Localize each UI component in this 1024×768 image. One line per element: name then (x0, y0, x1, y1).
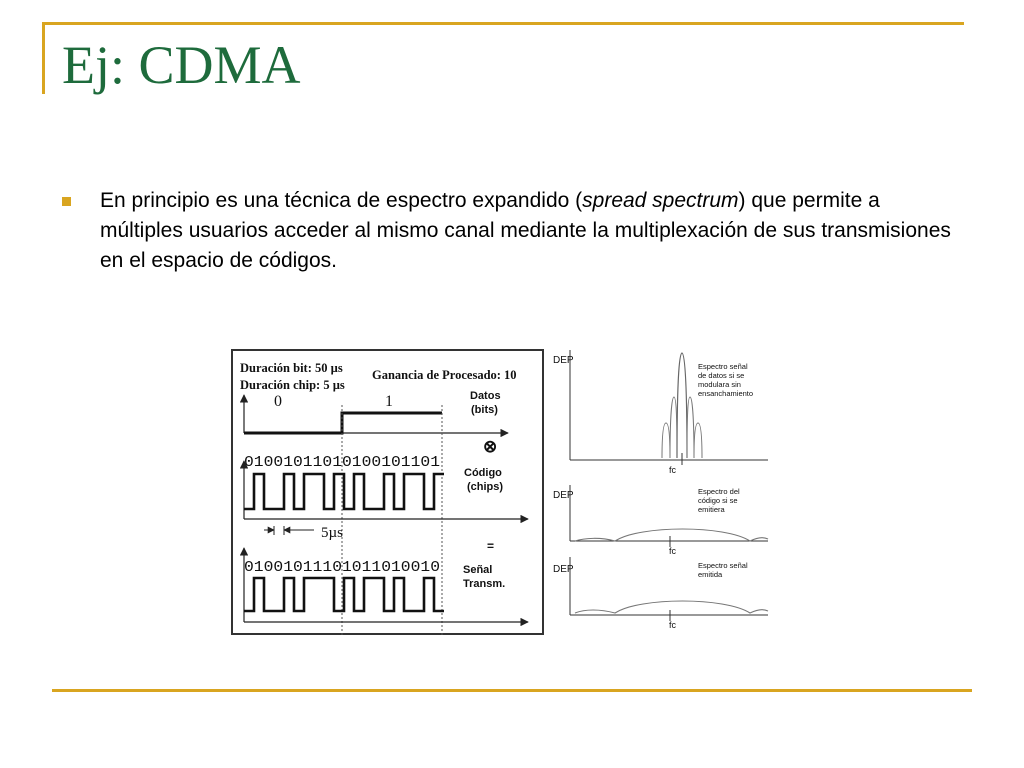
code-label-line2: (chips) (467, 481, 503, 493)
code-spectrum-note-line2: código si se (698, 496, 738, 505)
code-chip-sequence: 01001011010100101101 (244, 455, 440, 471)
processing-gain-label: Ganancia de Procesado: 10 (372, 368, 517, 382)
data-spectrum-plot: DEP fc Espectro señal de datos si se mod… (553, 350, 768, 475)
xor-icon: ⊗ (483, 437, 497, 456)
data-spectrum-note-line1: Espectro señal (698, 362, 748, 371)
code-spectrum-note-line1: Espectro del (698, 487, 740, 496)
dep-label-2: DEP (553, 490, 574, 501)
signal-panel: Duración bit: 50 µs Duración chip: 5 µs … (231, 349, 544, 635)
bullet-text-italic: spread spectrum (582, 189, 739, 212)
spectrum-panel: DEP fc Espectro señal de datos si se mod… (553, 350, 769, 630)
data-spectrum-lobe-right1 (686, 396, 695, 459)
bullet-text-start: En principio es una técnica de espectro … (100, 189, 583, 212)
square-bullet-icon (62, 197, 71, 206)
code-label-line1: Código (464, 467, 502, 479)
left-rule (42, 22, 45, 94)
data-spectrum-lobe-right2 (693, 422, 703, 459)
bit-one-label: 1 (385, 393, 393, 410)
tx-spectrum-note-line1: Espectro señal (698, 561, 748, 570)
tx-chip-sequence: 01001011101011010010 (244, 560, 440, 576)
data-spectrum-lobe-left2 (661, 422, 671, 459)
bullet-text: En principio es una técnica de espectro … (100, 186, 962, 276)
data-label-line2: (bits) (471, 404, 498, 416)
cdma-diagram: Duración bit: 50 µs Duración chip: 5 µs … (231, 349, 769, 635)
data-spectrum-lobe-left1 (669, 396, 678, 459)
code-spectrum-plot: DEP fc Espectro del código si se emitier… (553, 485, 769, 556)
tx-label-line1: Señal (463, 564, 492, 576)
code-chip-waveform (244, 472, 444, 511)
code-spectrum-note-line3: emitiera (698, 505, 726, 514)
chip-duration-label: Duración chip: 5 µs (240, 378, 345, 392)
data-spectrum-main-lobe (676, 352, 688, 459)
cdma-figure: Duración bit: 50 µs Duración chip: 5 µs … (230, 345, 775, 637)
fc-label-2: fc (669, 546, 677, 556)
code-spectrum-curve (574, 528, 769, 542)
tx-spectrum-note-line2: emitida (698, 570, 723, 579)
tx-spectrum-plot: DEP fc Espectro señal emitida (553, 557, 769, 630)
top-rule (42, 22, 964, 25)
data-spectrum-note-line3: modulara sin (698, 380, 741, 389)
equals-sign: = (487, 539, 494, 553)
data-spectrum-note-line4: ensanchamiento (698, 389, 753, 398)
bottom-rule (52, 689, 972, 692)
tx-spectrum-curve (574, 600, 769, 614)
data-spectrum-note-line2: de datos si se (698, 371, 744, 380)
fc-label-3: fc (669, 620, 677, 630)
slide-title: Ej: CDMA (62, 35, 301, 95)
chip-time-label: 5µs (321, 525, 343, 541)
bit-duration-label: Duración bit: 50 µs (240, 361, 343, 375)
tx-signal-waveform (244, 576, 444, 613)
bit-zero-label: 0 (274, 393, 282, 410)
dep-label-3: DEP (553, 564, 574, 575)
data-label-line1: Datos (470, 390, 501, 402)
dep-label-1: DEP (553, 355, 574, 366)
tx-label-line2: Transm. (463, 578, 505, 590)
fc-label-1: fc (669, 465, 677, 475)
bullet-text-end: ) que permite a múltiples usuarios acced… (100, 189, 951, 272)
